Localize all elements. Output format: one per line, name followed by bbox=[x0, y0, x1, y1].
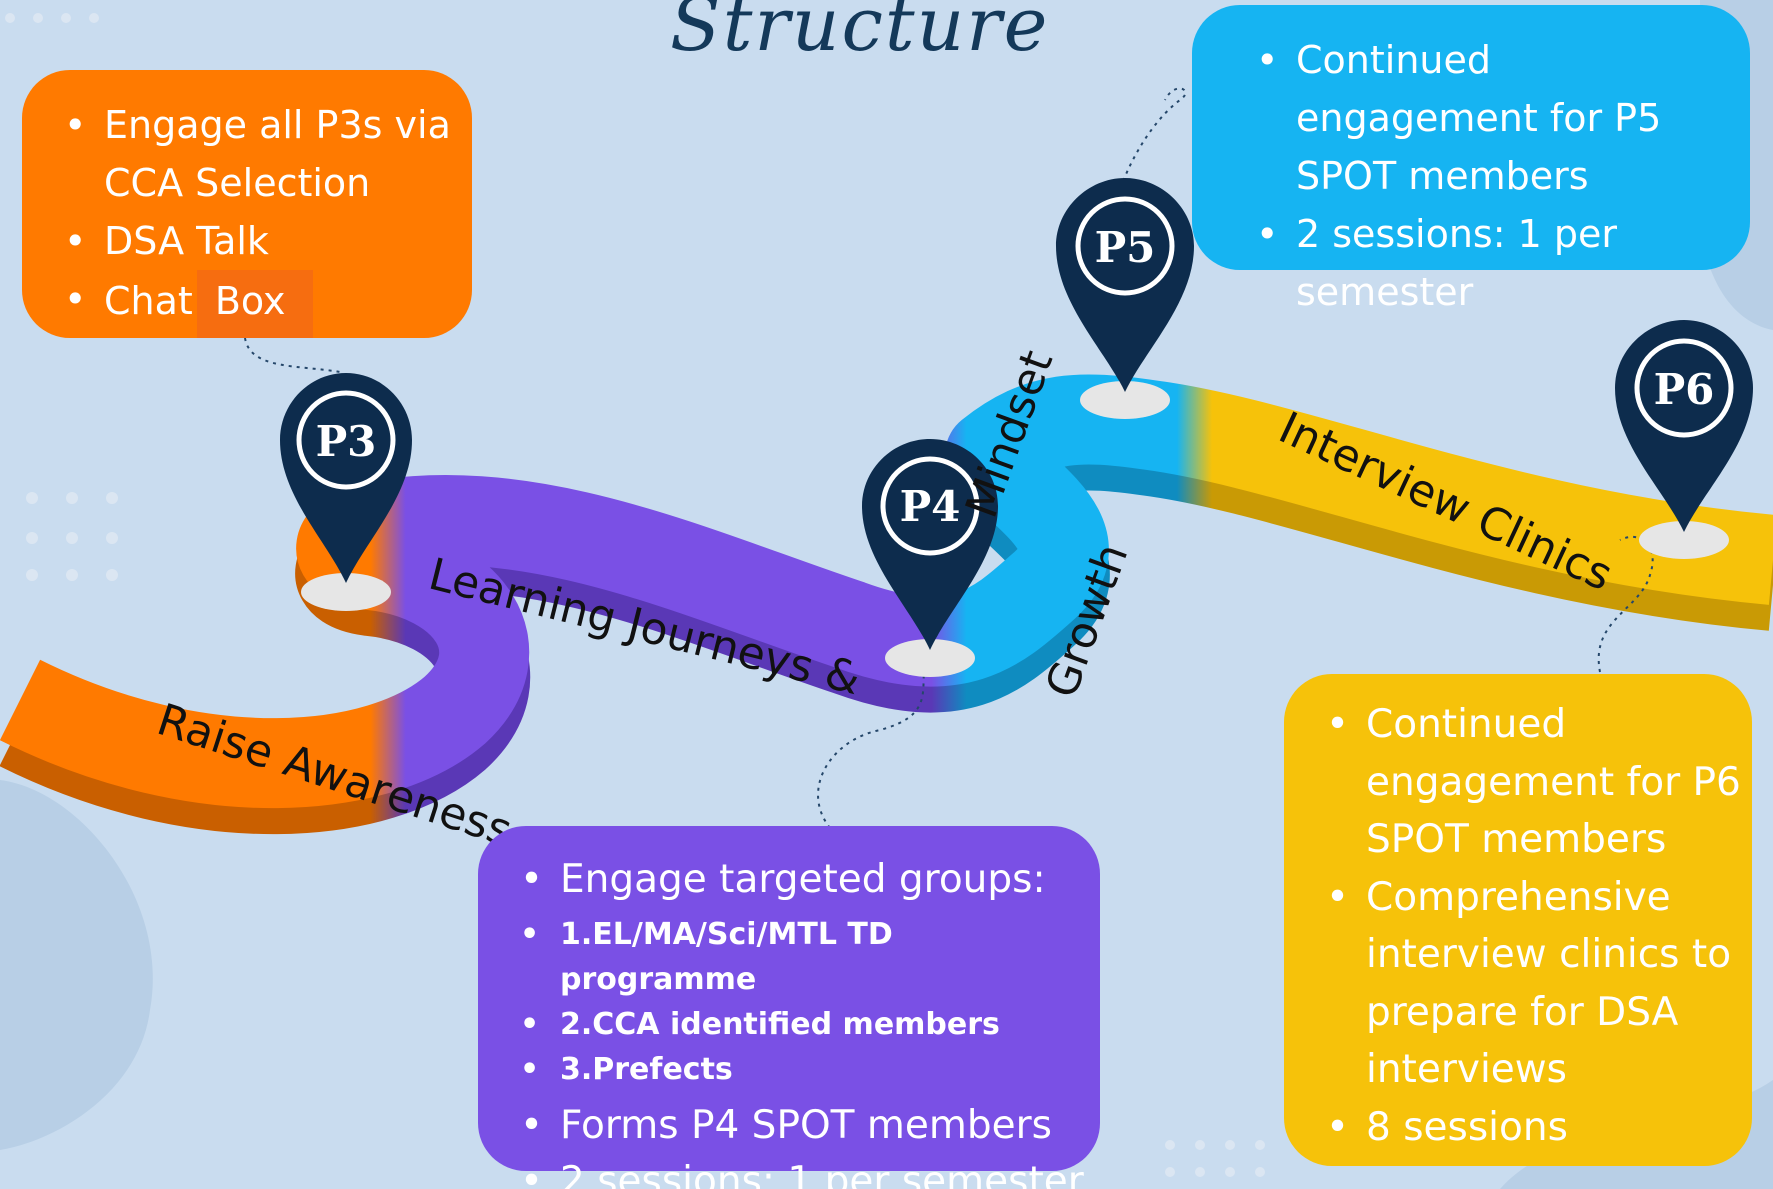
p4-group: 2.CCA identified members bbox=[508, 1002, 1090, 1047]
pin-p4-label: P4 bbox=[900, 482, 961, 531]
p5-item: 2 sessions: 1 per semester bbox=[1244, 205, 1740, 321]
p6-item: 8 sessions bbox=[1314, 1099, 1746, 1157]
pin-p4: P4 bbox=[862, 439, 998, 677]
p3-info-box: Engage all P3s via CCA Selection DSA Tal… bbox=[22, 70, 472, 338]
p5-item: Continued engagement for P5 SPOT members bbox=[1244, 31, 1740, 205]
pin-p6-label: P6 bbox=[1654, 365, 1715, 414]
p4-group: 1.EL/MA/Sci/MTL TD programme bbox=[508, 912, 1090, 1002]
p4-info-box: Engage targeted groups: 1.EL/MA/Sci/MTL … bbox=[478, 826, 1100, 1189]
road-surface bbox=[0, 374, 1773, 809]
p4-item: Forms P4 SPOT members bbox=[508, 1098, 1090, 1154]
p4-item: 2 sessions: 1 per semester bbox=[508, 1154, 1090, 1189]
p4-intro: Engage targeted groups: bbox=[508, 852, 1090, 908]
p3-item-text: Chat bbox=[104, 279, 193, 323]
p3-item: Engage all P3s via CCA Selection bbox=[52, 96, 462, 212]
p6-info-box: Continued engagement for P6 SPOT members… bbox=[1284, 674, 1752, 1166]
p3-item: DSA Talk bbox=[52, 212, 462, 270]
p4-group: 3.Prefects bbox=[508, 1047, 1090, 1092]
pin-p3: P3 bbox=[280, 373, 412, 611]
p6-item: Continued engagement for P6 SPOT members bbox=[1314, 696, 1746, 869]
connector-lines bbox=[244, 87, 1654, 829]
text-patch: Box bbox=[196, 270, 314, 338]
p6-item: Comprehensive interview clinics to prepa… bbox=[1314, 869, 1746, 1099]
background-blob bbox=[0, 780, 153, 1150]
p5-info-box: Continued engagement for P5 SPOT members… bbox=[1192, 5, 1750, 314]
pin-p5-label: P5 bbox=[1095, 223, 1156, 272]
dot-grid bbox=[5, 13, 1265, 1177]
pin-p6: P6 bbox=[1615, 320, 1753, 559]
page-title: Structure bbox=[670, 0, 1050, 68]
pin-p5: P5 bbox=[1056, 178, 1194, 419]
pin-p3-label: P3 bbox=[316, 417, 377, 466]
